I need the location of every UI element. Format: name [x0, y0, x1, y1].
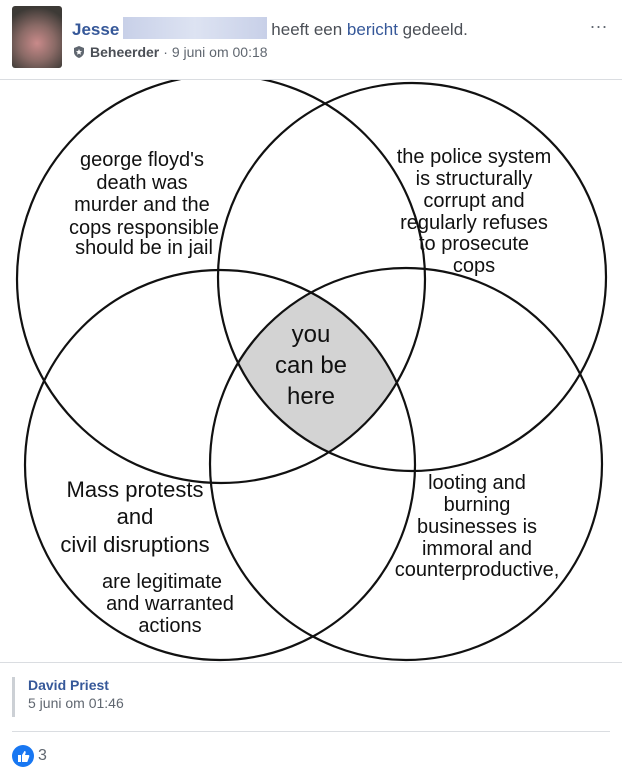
shield-icon	[74, 46, 84, 58]
svg-text:murder and the: murder and the	[74, 194, 210, 216]
circle-top-right	[216, 81, 608, 473]
svg-text:death was: death was	[96, 172, 187, 194]
svg-text:immoral and: immoral and	[422, 538, 532, 560]
svg-text:cops responsible: cops responsible	[69, 217, 219, 239]
post-timestamp[interactable]: · 9 juni om 00:18	[163, 44, 268, 60]
svg-text:you: you	[292, 321, 331, 348]
divider	[0, 662, 622, 663]
circle-bottom-left	[23, 268, 417, 662]
reactions-summary[interactable]: 3	[12, 745, 47, 767]
svg-text:are legitimate: are legitimate	[102, 571, 222, 593]
circle-bottom-right	[208, 266, 604, 662]
original-timestamp[interactable]: 5 juni om 01:46	[28, 695, 124, 711]
divider	[0, 79, 622, 80]
svg-text:and warranted: and warranted	[106, 593, 234, 615]
shared-post-attribution: David Priest 5 juni om 01:46	[12, 677, 124, 717]
svg-text:george floyd's: george floyd's	[80, 149, 204, 171]
like-icon	[12, 745, 34, 767]
post-header: Jesse heeft een bericht gedeeld.	[72, 17, 468, 40]
svg-text:looting and: looting and	[428, 472, 526, 494]
svg-text:Mass protests: Mass protests	[67, 477, 204, 502]
action-text-suffix: gedeeld.	[397, 20, 468, 39]
svg-text:to prosecute: to prosecute	[419, 233, 529, 255]
svg-text:counterproductive,: counterproductive,	[395, 559, 560, 581]
divider	[12, 731, 610, 732]
svg-text:can be: can be	[275, 352, 347, 379]
role-badge: Beheerder	[90, 44, 160, 60]
circle-top-left	[15, 80, 427, 485]
post-link[interactable]: bericht	[346, 20, 398, 39]
avatar[interactable]	[12, 6, 62, 68]
svg-text:burning: burning	[444, 494, 511, 516]
more-options-icon[interactable]: ...	[589, 12, 608, 32]
svg-text:and: and	[117, 504, 154, 529]
svg-text:is structurally: is structurally	[416, 168, 533, 190]
label-bottom-left-sub: are legitimate and warranted actions	[102, 571, 234, 637]
label-top-left: george floyd's death was murder and the …	[69, 149, 219, 259]
svg-text:corrupt and: corrupt and	[423, 190, 524, 212]
author-name[interactable]: Jesse	[72, 20, 120, 39]
label-center: you can be here	[275, 321, 347, 410]
svg-text:the police system: the police system	[397, 146, 552, 168]
post-meta: Beheerder · 9 juni om 00:18	[72, 44, 268, 60]
svg-text:regularly refuses: regularly refuses	[400, 212, 548, 234]
center-overlap	[218, 270, 415, 471]
svg-text:businesses is: businesses is	[417, 516, 537, 538]
svg-text:cops: cops	[453, 255, 495, 277]
venn-diagram-image[interactable]: george floyd's death was murder and the …	[0, 80, 622, 662]
svg-text:actions: actions	[138, 615, 201, 637]
label-bottom-left: Mass protests and civil disruptions	[60, 477, 209, 557]
svg-text:should be in jail: should be in jail	[75, 237, 213, 259]
redacted-name	[123, 17, 268, 39]
svg-text:here: here	[287, 383, 335, 410]
label-top-right: the police system is structurally corrup…	[397, 146, 552, 277]
label-bottom-right: looting and burning businesses is immora…	[395, 472, 560, 581]
original-author[interactable]: David Priest	[28, 677, 109, 693]
svg-text:civil disruptions: civil disruptions	[60, 532, 209, 557]
action-text: heeft een	[271, 20, 347, 39]
reaction-count: 3	[38, 747, 47, 764]
